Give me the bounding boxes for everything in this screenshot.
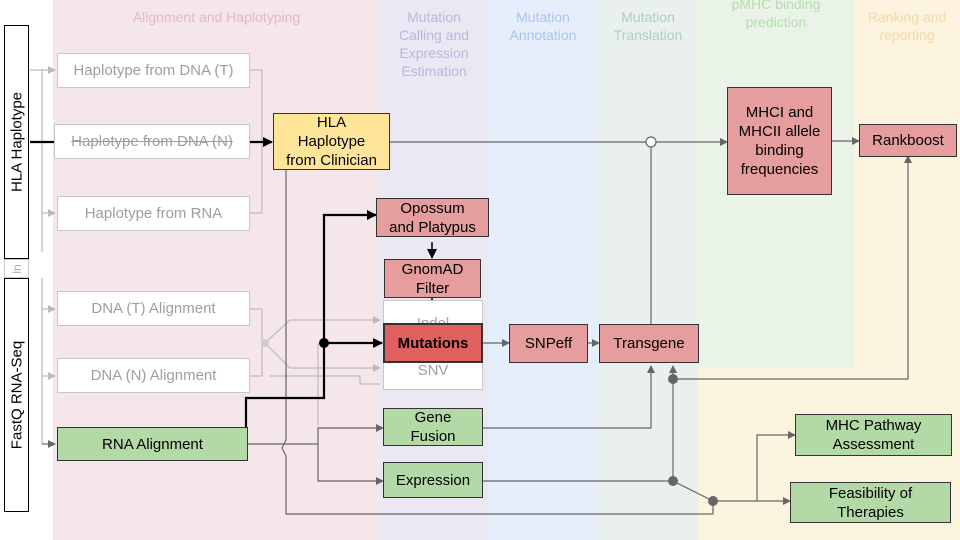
ln-label: ln (4, 259, 29, 278)
snpeff-node: SNPeff (509, 324, 588, 363)
haplotype-rna-node: Haplotype from RNA (57, 196, 250, 231)
band-title: pMHC binding prediction (731, 0, 821, 30)
mhc-pathway-node: MHC Pathway Assessment (795, 414, 952, 456)
rna-alignment-node: RNA Alignment (57, 427, 248, 461)
mhc-binding-node: MHCI and MHCII allele binding frequencie… (727, 87, 832, 195)
band-title: Alignment and Haplotyping (132, 9, 301, 25)
haplotype-dna-n-node: Haplotype from DNA (N) (54, 124, 250, 159)
gnomad-filter-node: GnomAD Filter (384, 259, 481, 298)
band-title: Mutation Calling and Expression Estimati… (398, 9, 470, 79)
hla-haplotype-label: HLA Haplotype (4, 25, 29, 259)
band-mutation-translation: Mutation Translation (598, 0, 698, 540)
fastq-rnaseq-label: FastQ RNA-Seq (4, 278, 29, 512)
gene-fusion-node: Gene Fusion (383, 408, 483, 446)
hla-clinician-node: HLA Haplotype from Clinician (273, 113, 390, 170)
dna-t-alignment-node: DNA (T) Alignment (57, 291, 250, 326)
band-title: Mutation Translation (613, 9, 683, 43)
dna-n-alignment-node: DNA (N) Alignment (57, 358, 250, 393)
feasibility-therapies-node: Feasibility of Therapies (790, 482, 951, 523)
band-title: Ranking and reporting (867, 9, 947, 43)
expression-node: Expression (383, 462, 483, 498)
opossum-platypus-node: Opossum and Platypus (376, 198, 489, 237)
band-mutation-annotation: Mutation Annotation (488, 0, 598, 540)
haplotype-dna-t-node: Haplotype from DNA (T) (57, 53, 250, 88)
transgene-node: Transgene (599, 324, 699, 363)
band-title: Mutation Annotation (509, 9, 577, 43)
rankboost-node: Rankboost (859, 124, 957, 157)
mutations-node: Mutations (383, 323, 483, 363)
